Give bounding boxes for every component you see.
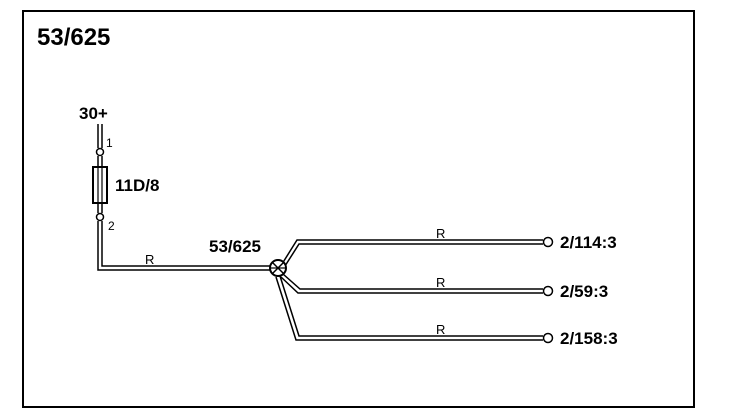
splice-symbol: [269, 259, 287, 277]
feed-wire-color-code: R: [145, 252, 154, 267]
fuse-symbol: [92, 166, 108, 204]
branch-wire-1: [281, 239, 543, 267]
fuse-label: 11D/8: [115, 176, 159, 195]
branch-3-target-label: 2/158:3: [560, 329, 618, 348]
feed-wire: [97, 221, 271, 271]
branch-1-target-label: 2/114:3: [560, 233, 617, 252]
fuse-pin-2-connector: [95, 212, 105, 222]
branch-2-color-code: R: [436, 275, 445, 290]
diagram-title: 53/625: [37, 24, 110, 51]
branch-wire-3: [275, 275, 543, 341]
branch-1-color-code: R: [436, 226, 445, 241]
branch-3-terminal: [542, 332, 554, 344]
branch-2-terminal: [542, 285, 554, 297]
branch-1-terminal: [542, 236, 554, 248]
branch-wire-2: [280, 273, 543, 294]
splice-label: 53/625: [209, 237, 261, 256]
branch-2-target-label: 2/59:3: [560, 282, 608, 301]
fuse-pin-1-label: 1: [106, 136, 113, 150]
branch-3-color-code: R: [436, 322, 445, 337]
power-source-label: 30+: [79, 104, 108, 123]
fuse-to-pin2-wire: [97, 203, 103, 213]
fuse-pin-2-label: 2: [108, 219, 115, 233]
fuse-pin-1-connector: [95, 147, 105, 157]
diagram-frame: [22, 10, 695, 408]
power-wire: [97, 124, 103, 167]
